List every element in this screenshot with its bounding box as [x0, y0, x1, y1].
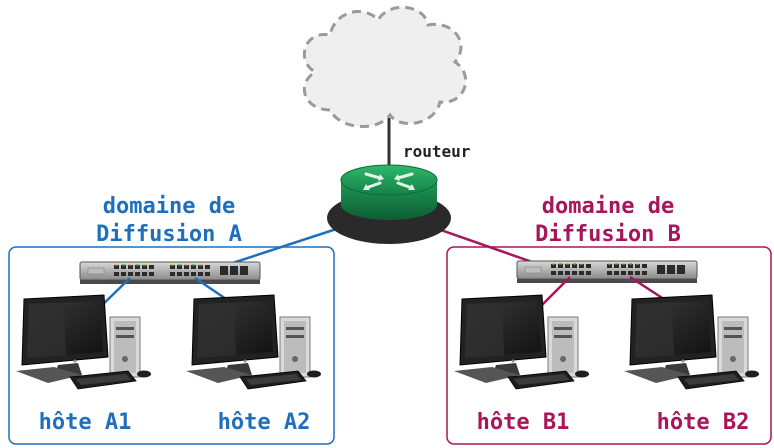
computer-a1-icon	[15, 294, 152, 390]
computer-b1-icon	[453, 294, 590, 390]
domain-a-title-line2: Diffusion A	[96, 222, 242, 247]
switch-a-icon	[79, 261, 261, 285]
domain-b-title-line1: domaine de	[541, 194, 675, 219]
domain-b-box	[446, 246, 772, 445]
host-a1-label: hôte A1	[38, 410, 132, 435]
domain-b-title-line2: Diffusion B	[535, 222, 681, 247]
cloud-icon	[302, 5, 468, 128]
router-label: routeur	[403, 142, 471, 161]
host-b1-label: hôte B1	[476, 410, 570, 435]
domain-a-title: domaine de Diffusion A	[84, 193, 254, 249]
domain-b-title: domaine de Diffusion B	[523, 193, 693, 249]
switch-b-icon	[516, 260, 698, 284]
computer-a2-icon	[185, 294, 322, 390]
computer-b2-icon	[623, 294, 760, 390]
router-icon	[327, 164, 451, 244]
host-a2-label: hôte A2	[217, 410, 311, 435]
host-b2-label: hôte B2	[656, 410, 750, 435]
domain-a-box	[8, 246, 335, 445]
domain-a-title-line1: domaine de	[102, 194, 236, 219]
